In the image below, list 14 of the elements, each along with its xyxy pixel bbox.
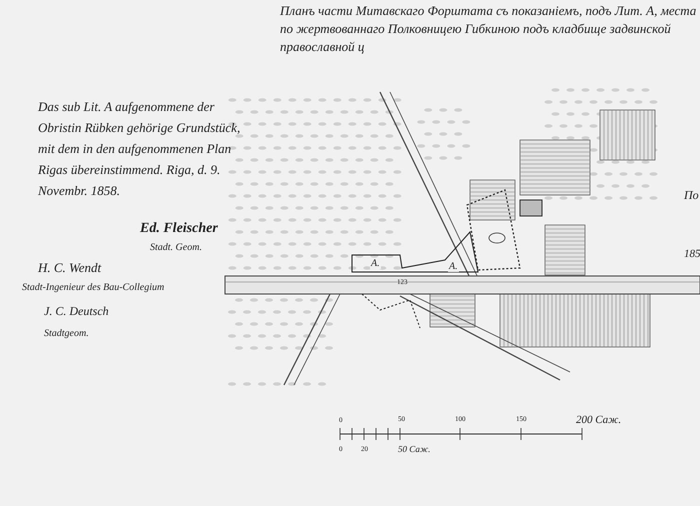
map-label: А. (370, 259, 381, 269)
note-text: 185 (684, 247, 700, 262)
note-text: По (684, 187, 699, 204)
map-label: А. (448, 262, 459, 272)
scale-label: 50 Саж. (398, 443, 430, 456)
note-text: Das sub Lit. A aufgenommene der Obristin Rübken gehörige Grundstück, mit dem in den aufgenommenen Plan Rigas übereinstimmend. Riga, d. 9. Novembr. 1858. (38, 98, 242, 200)
note-text: Stadt. Geom. (150, 241, 202, 255)
scale-label: 200 Саж. (576, 413, 622, 428)
note-text: Ed. Fleischer (140, 220, 218, 238)
note-text: J. C. Deutsch (44, 303, 109, 320)
title: Планъ части Митавскаго Форштата съ показаніемъ, подъ Лит. А, места по жертвованнаго Полковницею Гибкиною подъ кладбище задвинской православной ц (280, 2, 698, 56)
note-text: H. C. Wendt (38, 259, 102, 277)
note-text: Stadt-Ingenieur des Bau-Collegium (22, 281, 166, 295)
note-text: Stadtgeom. (44, 327, 89, 341)
